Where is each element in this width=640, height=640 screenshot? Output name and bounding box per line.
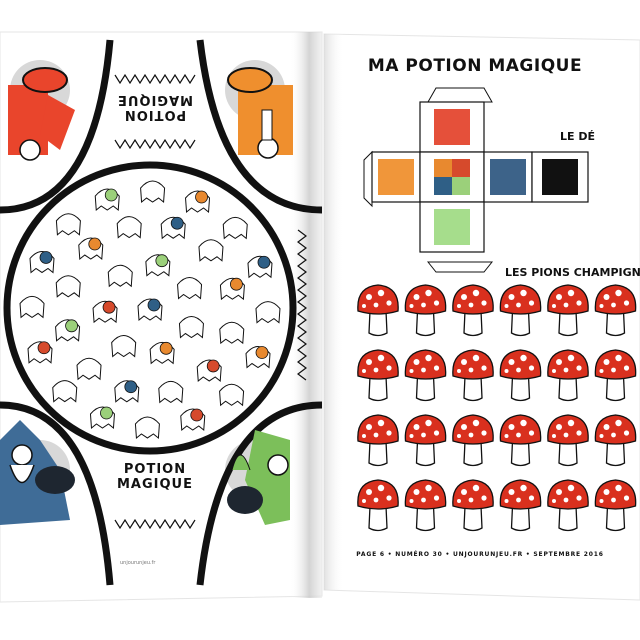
board-space [177, 277, 203, 300]
dice-net [363, 87, 589, 273]
board-space [149, 341, 175, 365]
board-space [19, 295, 45, 319]
dice-multicolor-quadrant [434, 177, 452, 195]
mushroom-pawn [499, 349, 542, 402]
board-space [55, 213, 81, 236]
mushroom-pawn [499, 284, 542, 337]
board-space [94, 188, 120, 212]
mushroom-pawn [357, 284, 399, 337]
mushroom-pawn [594, 349, 637, 402]
mushroom-pawn [547, 414, 589, 467]
left-top-title: POTION MAGIQUE [100, 92, 210, 122]
title-line: MAGIQUE [117, 92, 193, 107]
board-space [219, 321, 245, 345]
board-space [55, 319, 81, 342]
board-spaces [19, 180, 281, 439]
board-space [219, 383, 245, 407]
mushroom-pawn [404, 349, 447, 402]
mushroom-pawn [452, 414, 494, 467]
mushroom-pawn [594, 284, 637, 337]
red-witch-character [8, 67, 75, 161]
board-space [140, 180, 166, 204]
dice-face-color [434, 209, 470, 245]
mushroom-pawn [357, 414, 399, 467]
mushroom-pawn [452, 284, 494, 337]
mushroom-pawn [357, 479, 399, 532]
board-space [111, 335, 137, 358]
mushroom-pawn [547, 349, 589, 402]
dice-multicolor-face [419, 151, 485, 203]
board-space [185, 190, 211, 213]
board-space [255, 301, 281, 324]
green-witch-character [227, 430, 290, 525]
dice-blue-face [483, 151, 533, 203]
board-space [158, 380, 184, 404]
board-space [245, 346, 271, 369]
mushroom-pawn [404, 479, 447, 532]
board-space [89, 406, 115, 429]
dice-multicolor-quadrant [452, 177, 470, 195]
dice-orange-face [371, 151, 421, 203]
mushroom-pawn [357, 349, 399, 402]
mushroom-pawn [404, 284, 447, 337]
dice-multicolor-quadrant [452, 159, 470, 177]
board-space [178, 316, 204, 339]
mushroom-pawn [594, 414, 637, 467]
board-space [180, 408, 206, 431]
dice-black-face [531, 151, 589, 203]
dice-face-color [490, 159, 526, 195]
board-space [137, 298, 163, 321]
board-space [116, 216, 142, 239]
mushroom-pawn [404, 414, 447, 467]
dice-green-face [419, 201, 485, 253]
mushroom-pawn [499, 414, 542, 467]
board-space [196, 359, 222, 382]
board-space [55, 275, 81, 298]
pawns-label: LES PIONS CHAMPIGNONS [505, 266, 640, 279]
mushroom-pawn [499, 479, 542, 532]
mushroom-pawn [452, 349, 494, 402]
board-space [76, 357, 102, 381]
board-space [114, 380, 140, 403]
board-space [247, 255, 273, 279]
page-title: MA POTION MAGIQUE [367, 56, 583, 76]
board-space [27, 341, 53, 364]
title-line: POTION [123, 462, 187, 477]
board-space [198, 239, 224, 262]
board-space [134, 416, 160, 439]
board-space [92, 300, 118, 324]
left-bottom-title: POTION MAGIQUE [100, 462, 210, 492]
page-credit: unjourunjeu.fr [120, 560, 156, 566]
dice-multicolor-quadrant [434, 159, 452, 177]
dice-face-color [378, 159, 414, 195]
dice-face-color [434, 109, 470, 145]
mushroom-pawn [547, 284, 589, 337]
board-space [160, 216, 186, 240]
mushroom-pawns [357, 284, 637, 532]
title-line: POTION [123, 107, 187, 122]
dice-label: LE DÉ [560, 130, 595, 143]
blue-wizard-character [0, 420, 75, 525]
board-space [52, 380, 78, 403]
orange-witch-character [227, 67, 293, 159]
board-space [222, 216, 248, 240]
dice-red-face [419, 101, 485, 153]
board-space [107, 264, 133, 288]
board-space [29, 250, 55, 274]
board-space [219, 277, 245, 301]
board-space [78, 237, 104, 261]
mushroom-pawn [547, 479, 589, 532]
dice-face-color [542, 159, 578, 195]
page-footer: PAGE 6 • NUMÉRO 30 • UNJOURUNJEU.FR • SE… [356, 551, 604, 558]
mushroom-pawn [594, 479, 637, 532]
title-line: MAGIQUE [117, 477, 193, 492]
mushroom-pawn [452, 479, 494, 532]
board-space [145, 254, 171, 277]
